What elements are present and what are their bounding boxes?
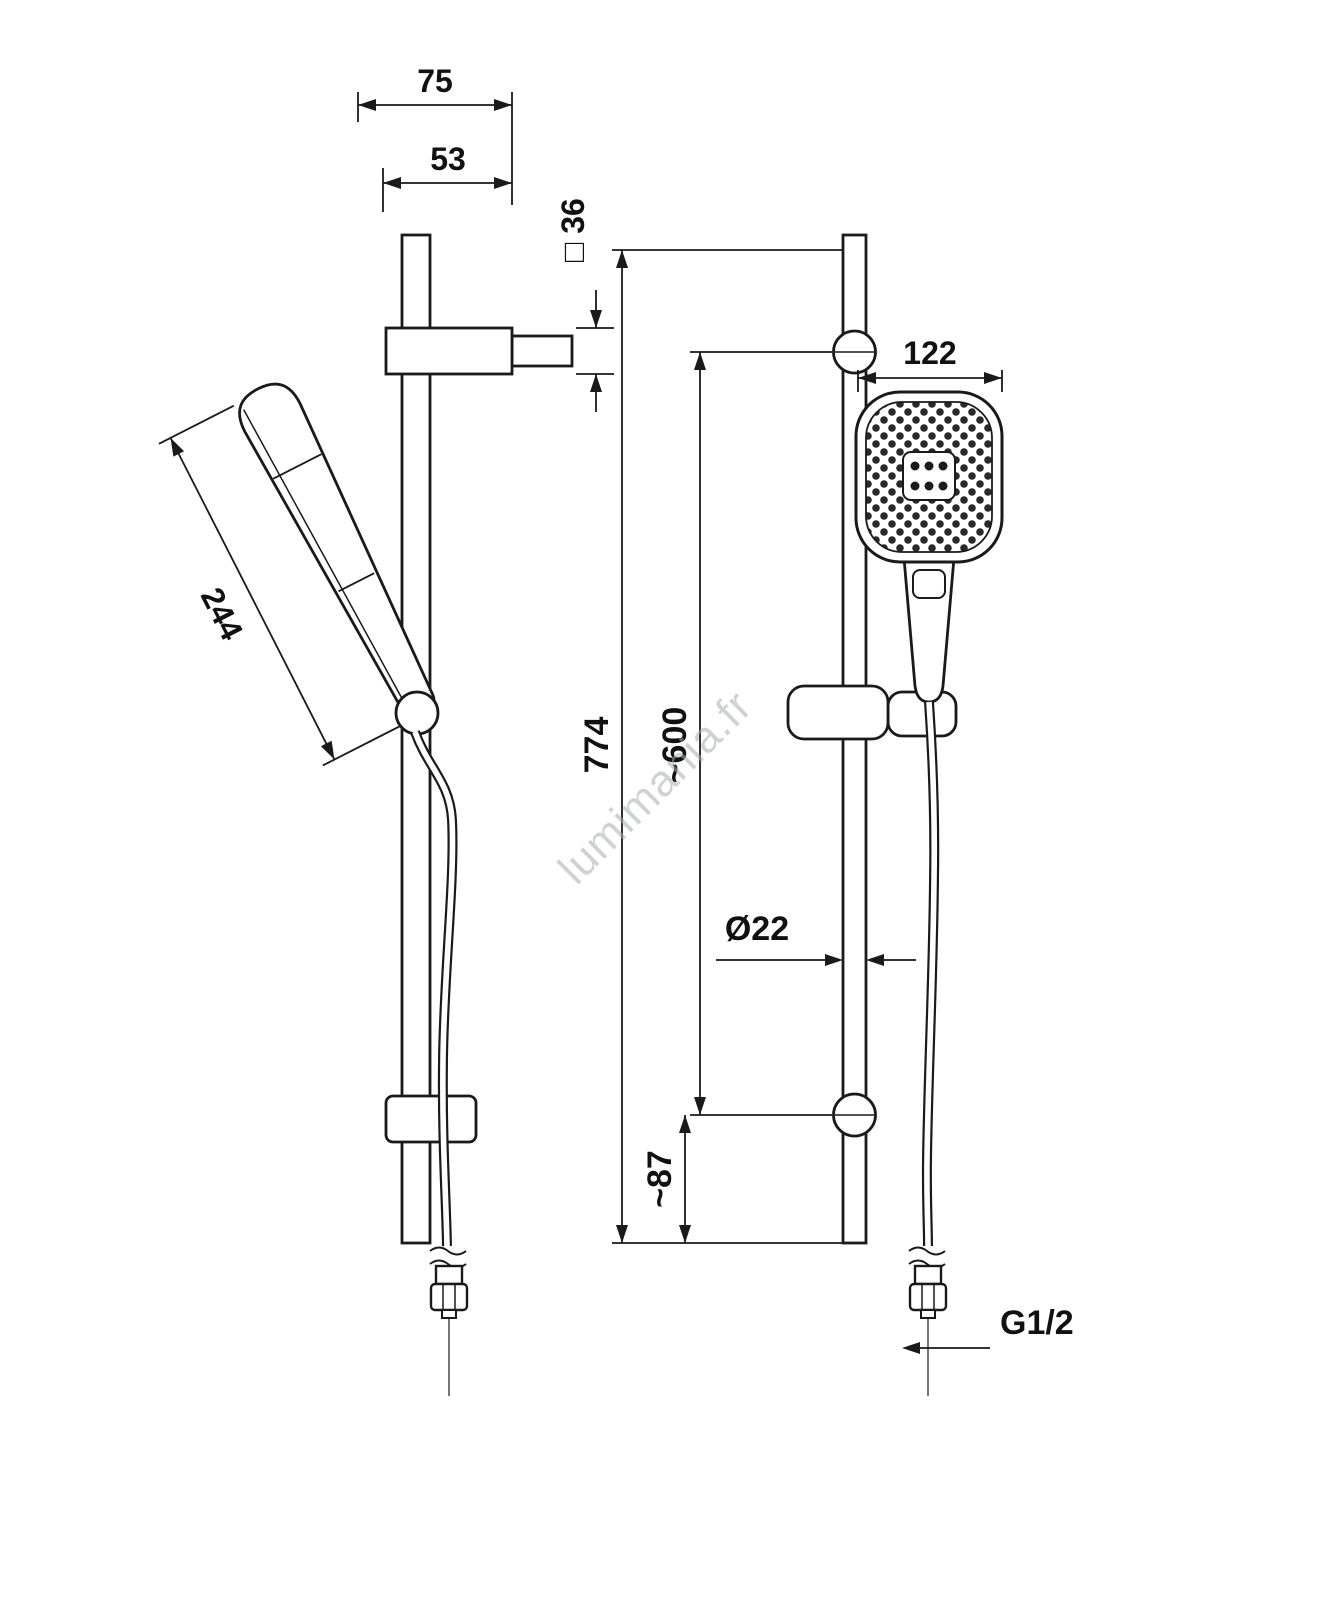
side-connector-tip xyxy=(441,1309,457,1319)
dim-75: 75 xyxy=(357,63,513,205)
side-lower-slider xyxy=(384,1094,478,1144)
dim-thread: G1/2 xyxy=(902,1304,1074,1354)
dim-774-arrow-bottom xyxy=(616,1225,628,1243)
nozzle-dot xyxy=(910,461,920,471)
dim-thread-label: G1/2 xyxy=(1000,1304,1074,1342)
handshower-face-line xyxy=(243,409,404,702)
front-connector-facets xyxy=(921,1284,935,1310)
front-holder-knob xyxy=(786,684,890,741)
nozzle-dot xyxy=(924,481,934,491)
dim-244-arrow-bottom xyxy=(320,740,335,760)
dim-122-arrow-left xyxy=(858,372,876,384)
dim-774: 774 xyxy=(578,249,843,1244)
dim-36-label: □ 36 xyxy=(555,198,591,262)
dim-53: 53 xyxy=(382,141,512,212)
dim-87-label: ~87 xyxy=(641,1150,679,1208)
dim-122-arrow-right xyxy=(984,372,1002,384)
dim-22-label: Ø22 xyxy=(725,910,789,948)
dim-75-label: 75 xyxy=(417,63,453,99)
dim-53-arrow-right xyxy=(494,177,512,189)
dim-244-ext-top xyxy=(158,404,235,445)
front-hose-core xyxy=(924,701,938,1247)
side-connector-nut xyxy=(429,1282,469,1312)
dim-244: 244 xyxy=(158,404,413,767)
side-handshower: 244 xyxy=(158,382,436,767)
front-connector-tip xyxy=(920,1309,936,1319)
dim-75-arrow-right xyxy=(494,99,512,111)
dim-87-arrow-bottom xyxy=(679,1225,691,1243)
dim-774-label: 774 xyxy=(578,717,616,774)
dim-87: ~87 xyxy=(641,1115,691,1243)
dim-600: ~600 xyxy=(656,351,832,1116)
front-handle-button xyxy=(912,569,946,599)
side-hose-core xyxy=(412,731,456,1247)
side-wall-arm xyxy=(510,334,574,368)
side-connector-facets xyxy=(442,1284,456,1310)
dim-87-arrow-top xyxy=(679,1115,691,1133)
handshower-seam-lower xyxy=(338,572,375,593)
dim-22: Ø22 xyxy=(716,910,916,966)
front-view: 122 774 ~600 ~87 xyxy=(578,233,1074,1396)
dim-244-ext-bottom xyxy=(322,719,413,767)
dim-774-arrow-top xyxy=(616,250,628,268)
dim-22-arrow-right xyxy=(866,954,884,966)
dim-53-arrow-left xyxy=(383,177,401,189)
dim-36-arrow-top xyxy=(590,310,602,328)
side-view: 244 75 xyxy=(158,63,614,1396)
side-top-bracket xyxy=(384,326,514,376)
front-hose-break-top xyxy=(908,1246,946,1256)
dim-22-arrow-left xyxy=(825,954,843,966)
front-hose-break-mask xyxy=(908,1247,948,1267)
side-connector-collar xyxy=(434,1264,464,1286)
nozzle-dot xyxy=(938,481,948,491)
dim-thread-arrow xyxy=(902,1342,920,1354)
side-hose-break-top xyxy=(429,1246,467,1256)
dim-244-line xyxy=(169,437,336,760)
front-head-center-nozzles xyxy=(910,461,948,491)
dim-600-arrow-bottom xyxy=(694,1097,706,1115)
nozzle-dot xyxy=(910,481,920,491)
dim-122: 122 xyxy=(857,335,1003,392)
dim-122-label: 122 xyxy=(903,335,956,371)
dim-600-label: ~600 xyxy=(656,707,694,784)
side-hose-break-mask xyxy=(429,1247,469,1267)
front-head-center-plate xyxy=(902,451,956,501)
dim-53-label: 53 xyxy=(430,141,466,177)
nozzle-dot xyxy=(938,461,948,471)
dim-36-arrow-bottom xyxy=(590,374,602,392)
dim-244-label: 244 xyxy=(194,582,250,646)
nozzle-dot xyxy=(924,461,934,471)
front-connector-nut xyxy=(908,1282,948,1312)
dim-244-arrow-top xyxy=(170,437,185,457)
dim-600-arrow-top xyxy=(694,352,706,370)
handshower-seam-upper xyxy=(272,453,322,480)
side-rail xyxy=(400,233,432,1245)
side-holder-ring xyxy=(394,690,440,736)
dim-36: □ 36 xyxy=(555,198,614,412)
dim-75-arrow-left xyxy=(358,99,376,111)
front-connector-collar xyxy=(913,1264,943,1286)
